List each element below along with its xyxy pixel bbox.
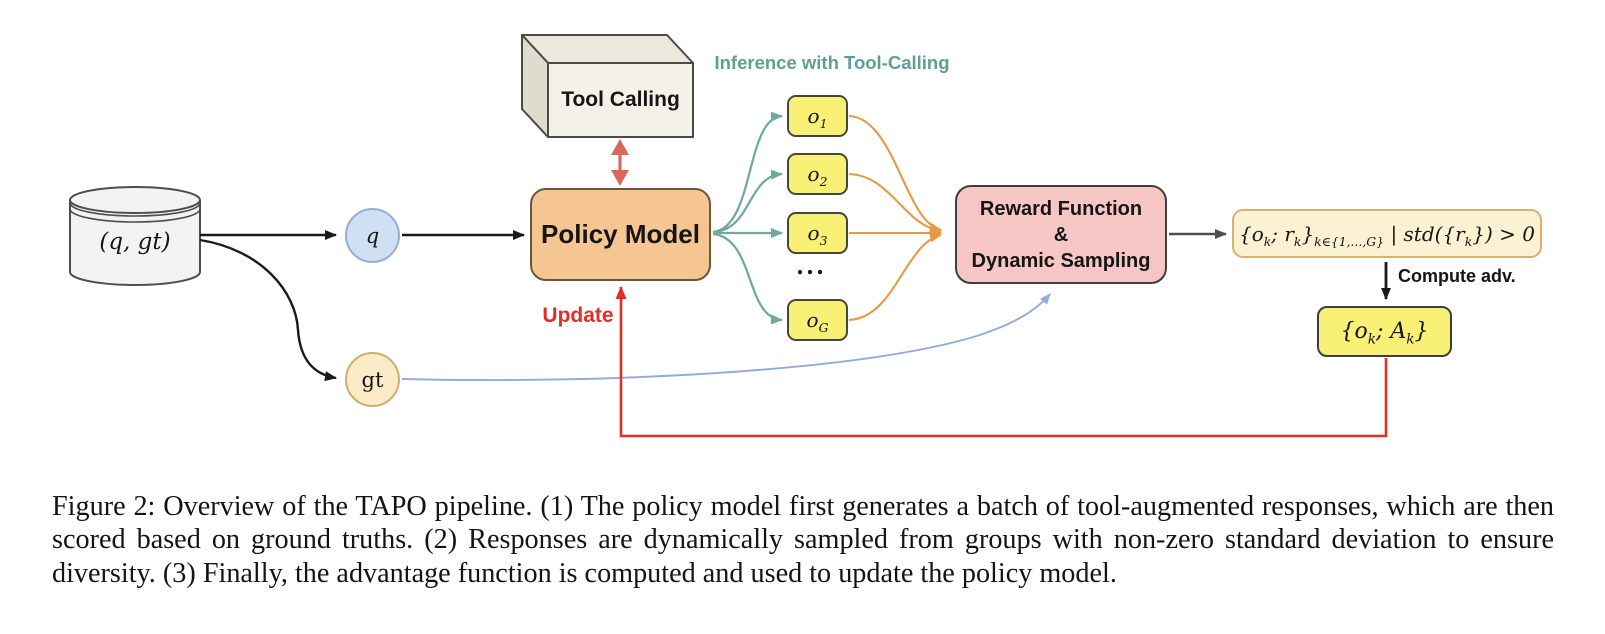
- groundtruth-node-label: gt: [361, 367, 384, 392]
- arrow-gt-to-reward: [401, 293, 1051, 382]
- cylinder-body: [69, 200, 201, 286]
- arrow-policy-to-o2: [712, 169, 783, 234]
- selected-responses-box: {ok; rk}k∈{1,...,G} | std({rk}) > 0: [1232, 209, 1542, 258]
- reward-line-3: Dynamic Sampling: [971, 249, 1151, 272]
- update-label: Update: [542, 303, 614, 329]
- double-arrow-head-up: [611, 139, 629, 155]
- compute-advantage-label: Compute adv.: [1398, 263, 1518, 289]
- advantage-box: {ok; Ak}: [1317, 306, 1452, 357]
- response-box-o2: o2: [787, 153, 848, 195]
- response-o1-label: o1: [807, 104, 828, 131]
- tool-calling-text: Tool Calling: [561, 88, 680, 111]
- arrow-db-to-gt: [199, 238, 337, 382]
- response-box-o3: o3: [787, 212, 848, 254]
- reward-line-2: &: [1053, 223, 1069, 246]
- cylinder-top: [69, 186, 201, 214]
- responses-ellipsis: ...: [785, 252, 837, 280]
- update-text: Update: [542, 304, 614, 327]
- inference-title-text: Inference with Tool-Calling: [714, 52, 950, 73]
- arrow-policy-to-oG: [712, 232, 783, 325]
- groundtruth-node: gt: [345, 352, 400, 407]
- tool-calling-box-label: Tool Calling: [548, 63, 693, 137]
- database-label-text: (q, gt): [99, 229, 171, 255]
- cylinder-disk-line-2: [69, 208, 201, 223]
- rollout-arrows: [712, 111, 783, 325]
- scoring-arrows: [848, 114, 942, 322]
- response-box-o1: o1: [787, 95, 848, 137]
- arrow-policy-tool-bidirectional: [611, 139, 629, 186]
- arrow-update-policy: [615, 286, 1388, 438]
- policy-model-label: Policy Model: [541, 219, 700, 249]
- reward-function-box: Reward Function & Dynamic Sampling: [955, 185, 1167, 284]
- response-box-oG: oG: [787, 299, 848, 341]
- reward-line-1: Reward Function: [979, 197, 1143, 220]
- database-cylinder-icon: [69, 186, 201, 286]
- response-o3-label: o3: [807, 221, 828, 248]
- diagram-canvas: [69, 34, 1391, 438]
- arrow-oG-to-reward: [848, 232, 942, 322]
- response-o2-label: o2: [807, 162, 828, 189]
- compute-adv-text: Compute adv.: [1398, 265, 1516, 286]
- cube-front-face: [547, 62, 694, 138]
- advantage-formula: {ok; Ak}: [1340, 319, 1429, 348]
- ellipsis-text: ...: [795, 252, 827, 280]
- arrow-o1-to-reward: [848, 114, 942, 233]
- tool-calling-cube-icon: [521, 34, 694, 138]
- database-label: (q, gt): [70, 228, 200, 256]
- selection-formula: {ok; rk}k∈{1,...,G} | std({rk}) > 0: [1238, 221, 1535, 249]
- arrow-o2-to-reward: [848, 172, 942, 235]
- inference-section-title: Inference with Tool-Calling: [707, 50, 957, 76]
- figure-caption: Figure 2: Overview of the TAPO pipeline.…: [52, 491, 1554, 589]
- cube-top-face: [521, 34, 694, 64]
- response-oG-label: oG: [806, 308, 829, 335]
- policy-model-box: Policy Model: [530, 188, 711, 281]
- double-arrow-head-down: [611, 170, 629, 186]
- query-node: q: [345, 208, 400, 263]
- query-node-label: q: [365, 223, 380, 248]
- cylinder-disk-line-1: [69, 202, 201, 217]
- arrow-policy-to-o1: [712, 111, 783, 234]
